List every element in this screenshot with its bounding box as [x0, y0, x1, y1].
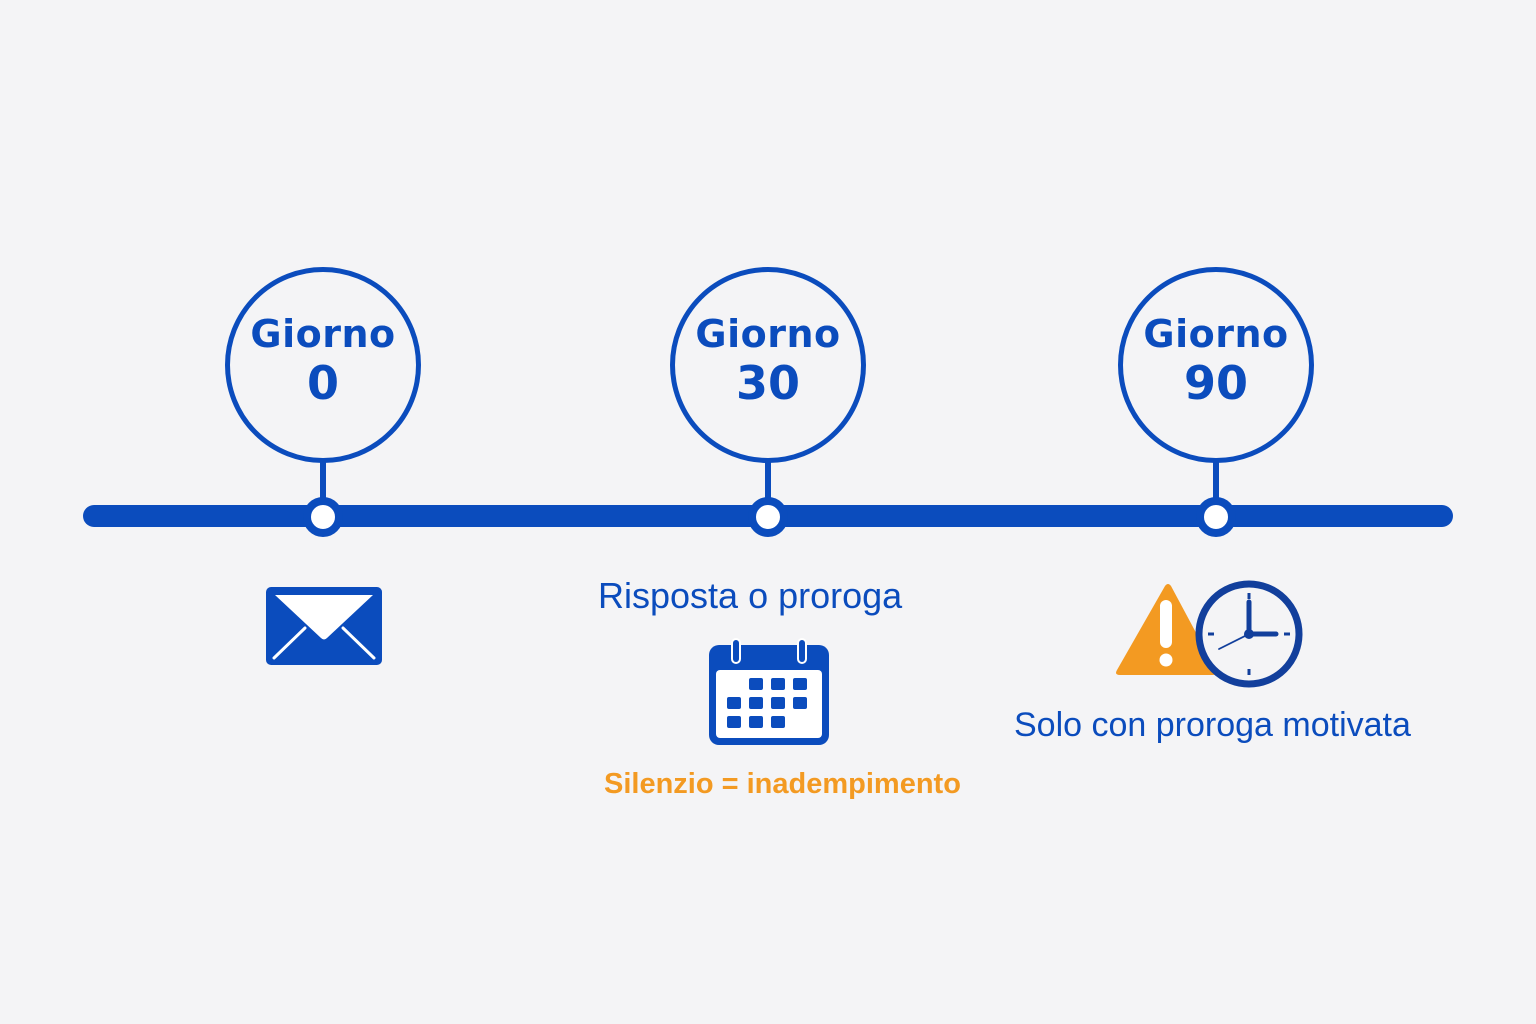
milestone-day: 90	[1183, 356, 1248, 410]
milestone-day: 30	[735, 356, 800, 410]
milestone-node	[748, 497, 788, 537]
calendar-icon	[709, 638, 829, 745]
milestone-day: 0	[306, 356, 339, 410]
milestone-label: Giorno	[1143, 312, 1289, 356]
milestone-bubble: Giorno 90	[1118, 267, 1314, 463]
milestone-bubble: Giorno 30	[670, 267, 866, 463]
milestone-caption: Solo con proroga motivata	[1014, 706, 1411, 744]
clock-icon	[1195, 580, 1303, 688]
milestone-caption: Risposta o proroga	[598, 575, 903, 616]
milestone-stem	[765, 460, 771, 502]
milestone-label: Giorno	[695, 312, 841, 356]
milestone-bubble: Giorno 0	[225, 267, 421, 463]
envelope-icon	[266, 587, 382, 665]
warning-clock-icon	[1116, 580, 1303, 688]
milestone-stem	[1213, 460, 1219, 502]
milestone-node	[303, 497, 343, 537]
milestone-note: Silenzio = inadempimento	[604, 768, 961, 800]
milestone-label: Giorno	[250, 312, 396, 356]
warning-icon	[1116, 584, 1217, 675]
milestone-node	[1196, 497, 1236, 537]
milestone-stem	[320, 460, 326, 502]
